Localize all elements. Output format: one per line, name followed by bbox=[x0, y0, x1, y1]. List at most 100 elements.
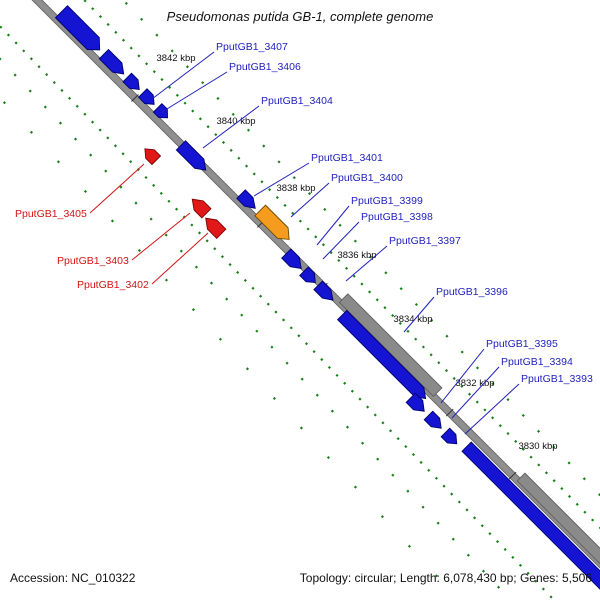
gc-plot-dot bbox=[373, 413, 377, 417]
gc-plot-dot bbox=[466, 553, 470, 557]
gene-label[interactable]: PputGB1_3400 bbox=[331, 172, 403, 184]
gene-label[interactable]: PputGB1_3399 bbox=[351, 195, 423, 207]
gc-plot-dot bbox=[381, 421, 385, 425]
gc-plot-dot bbox=[145, 62, 149, 66]
gc-plot-dot bbox=[366, 405, 370, 409]
gc-plot-dot bbox=[353, 485, 357, 489]
gc-plot-dot bbox=[407, 544, 411, 548]
gene-label[interactable]: PputGB1_3407 bbox=[216, 41, 288, 53]
gc-plot-dot bbox=[380, 515, 384, 519]
gene-label[interactable]: PputGB1_3394 bbox=[501, 356, 573, 368]
gene-feature[interactable] bbox=[338, 293, 443, 398]
gc-plot-dot bbox=[344, 266, 349, 270]
label-leader-line bbox=[202, 105, 260, 149]
gene-feature[interactable] bbox=[516, 472, 600, 600]
gene-arrow[interactable] bbox=[175, 140, 210, 175]
gene-arrow[interactable] bbox=[54, 5, 105, 56]
gene-label[interactable]: PputGB1_3406 bbox=[229, 61, 301, 73]
gc-plot-dot bbox=[406, 489, 410, 493]
gc-plot-dot bbox=[414, 337, 418, 341]
gene-label[interactable]: PputGB1_3397 bbox=[389, 235, 461, 247]
gene-arrow[interactable] bbox=[461, 441, 600, 600]
gc-plot-dot bbox=[297, 334, 301, 338]
gc-plot-dot bbox=[465, 508, 469, 512]
gc-plot-dot bbox=[497, 585, 501, 589]
gc-plot-dot bbox=[292, 176, 296, 180]
gc-plot-dot bbox=[529, 455, 533, 459]
label-leader-line bbox=[345, 245, 388, 282]
gc-plot-dot bbox=[137, 248, 141, 253]
gc-plot-dot bbox=[282, 318, 286, 322]
gene-arrow[interactable] bbox=[141, 145, 162, 166]
gc-plot-dot bbox=[541, 587, 545, 591]
map-title: Pseudomonas putida GB-1, complete genome bbox=[167, 9, 434, 24]
gc-plot-dot bbox=[113, 144, 117, 148]
gc-plot-dot bbox=[91, 7, 95, 11]
gc-plot-dot bbox=[457, 500, 461, 504]
gene-arrow[interactable] bbox=[201, 214, 227, 240]
gc-plot-dot bbox=[575, 502, 579, 506]
gc-plot-dot bbox=[388, 429, 393, 433]
gc-plot-dot bbox=[272, 396, 276, 400]
gene-arrow[interactable] bbox=[137, 88, 159, 109]
gc-plot-dot bbox=[52, 80, 56, 85]
gc-plot-dot bbox=[343, 381, 347, 385]
gc-plot-dot bbox=[29, 57, 33, 61]
gc-plot-dot bbox=[245, 367, 249, 371]
gc-plot-dot bbox=[503, 547, 507, 552]
gene-label[interactable]: PputGB1_3393 bbox=[521, 373, 593, 385]
gc-plot-dot bbox=[228, 263, 232, 267]
gc-plot-dot bbox=[283, 203, 287, 207]
gc-plot-dot bbox=[206, 125, 210, 129]
gene-arrow[interactable] bbox=[423, 410, 445, 432]
label-leader-line bbox=[316, 205, 350, 246]
gc-plot-dot bbox=[306, 227, 310, 231]
gene-arrow[interactable] bbox=[152, 103, 171, 122]
gc-plot-dot bbox=[358, 397, 362, 401]
gene-arrow[interactable] bbox=[281, 248, 306, 273]
gc-plot-dot bbox=[29, 130, 34, 134]
gc-plot-dot bbox=[514, 439, 518, 443]
gc-plot-dot bbox=[414, 302, 418, 307]
gc-plot-dot bbox=[225, 297, 229, 301]
gene-label[interactable]: PputGB1_3401 bbox=[311, 152, 383, 164]
genome-stats-text: Topology: circular; Length: 6,078,430 bp… bbox=[300, 571, 593, 585]
gene-arrow[interactable] bbox=[440, 427, 461, 448]
gc-plot-dot bbox=[326, 455, 330, 460]
gc-plot-dot bbox=[98, 15, 102, 19]
gene-arrow[interactable] bbox=[188, 195, 212, 219]
gc-plot-dot bbox=[491, 416, 495, 420]
gc-plot-dot bbox=[6, 33, 11, 37]
gc-plot-dot bbox=[375, 298, 379, 302]
gc-plot-dot bbox=[160, 77, 164, 82]
gene-arrow[interactable] bbox=[313, 280, 337, 304]
gc-plot-dot bbox=[383, 306, 387, 310]
gene-label[interactable]: PputGB1_3403 bbox=[57, 255, 129, 267]
gene-label[interactable]: PputGB1_3402 bbox=[77, 279, 149, 291]
gc-plot-dot bbox=[583, 510, 587, 514]
gene-arrow[interactable] bbox=[236, 189, 260, 213]
gene-arrow[interactable] bbox=[98, 48, 128, 79]
gc-plot-dot bbox=[444, 369, 449, 373]
gene-label[interactable]: PputGB1_3395 bbox=[486, 338, 558, 350]
gc-plot-dot bbox=[320, 357, 324, 362]
gc-plot-dot bbox=[521, 413, 525, 417]
ruler-label: 3836 kbp bbox=[337, 250, 376, 261]
gc-plot-dot bbox=[243, 278, 247, 282]
gene-arrow[interactable] bbox=[405, 392, 429, 416]
gene-arrow[interactable] bbox=[299, 266, 320, 287]
gene-label[interactable]: PputGB1_3405 bbox=[15, 208, 87, 220]
gc-plot-dot bbox=[421, 505, 425, 509]
gc-plot-dot bbox=[460, 350, 464, 354]
gene-arrow[interactable] bbox=[122, 72, 144, 94]
gene-label[interactable]: PputGB1_3404 bbox=[261, 95, 333, 107]
gc-plot-dot bbox=[170, 49, 174, 53]
gc-plot-dot bbox=[164, 233, 168, 237]
gene-label[interactable]: PputGB1_3398 bbox=[361, 211, 433, 223]
gene-label[interactable]: PputGB1_3396 bbox=[436, 286, 508, 298]
gc-plot-dot bbox=[45, 73, 49, 77]
gc-plot-dot bbox=[251, 286, 255, 290]
gene-arrow[interactable] bbox=[254, 204, 295, 245]
gc-plot-dot bbox=[384, 271, 388, 275]
